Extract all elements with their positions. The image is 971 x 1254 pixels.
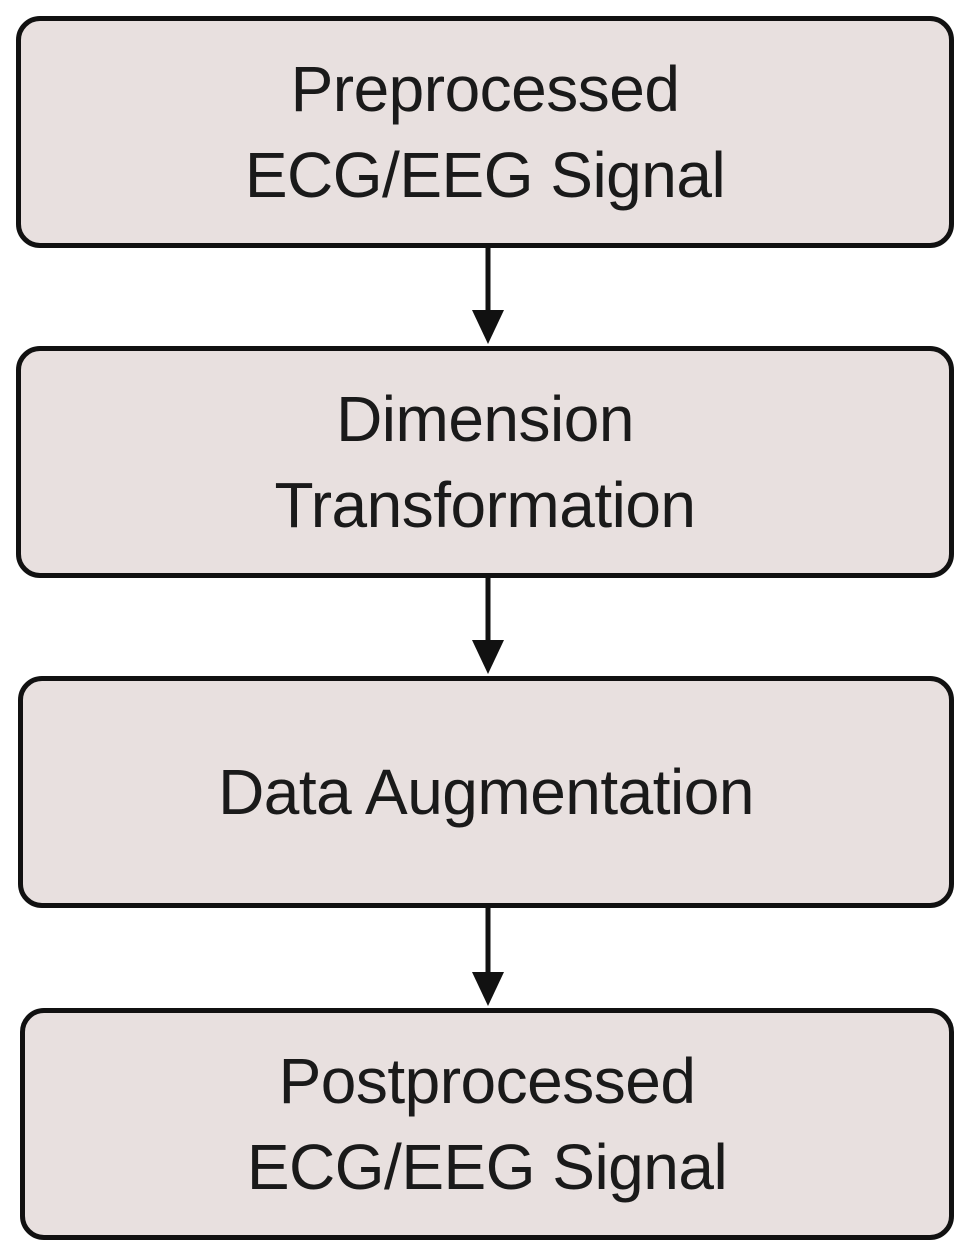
arrow-head: [472, 640, 504, 674]
arrow-head: [472, 972, 504, 1006]
step-box-postprocessed-signal: Postprocessed ECG/EEG Signal: [20, 1008, 954, 1240]
step-box-dimension-transformation: Dimension Transformation: [16, 346, 954, 578]
step-label-line: Preprocessed: [290, 53, 680, 125]
step-box-text: Preprocessed ECG/EEG Signal: [244, 46, 726, 218]
step-box-data-augmentation: Data Augmentation: [18, 676, 954, 908]
step-label-line: ECG/EEG Signal: [244, 139, 726, 211]
step-label-line: ECG/EEG Signal: [246, 1131, 728, 1203]
step-label-line: Dimension: [336, 383, 634, 455]
arrow-2: [472, 578, 504, 674]
step-box-text: Dimension Transformation: [274, 376, 697, 548]
step-box-text: Postprocessed ECG/EEG Signal: [246, 1038, 728, 1210]
arrow-1: [472, 248, 504, 344]
step-label-line: Transformation: [274, 469, 697, 541]
step-label-line: Data Augmentation: [218, 756, 754, 828]
arrow-3: [472, 908, 504, 1006]
step-box-text: Data Augmentation: [218, 749, 754, 835]
step-label-line: Postprocessed: [278, 1045, 696, 1117]
step-box-preprocessed-signal: Preprocessed ECG/EEG Signal: [16, 16, 954, 248]
arrow-head: [472, 310, 504, 344]
